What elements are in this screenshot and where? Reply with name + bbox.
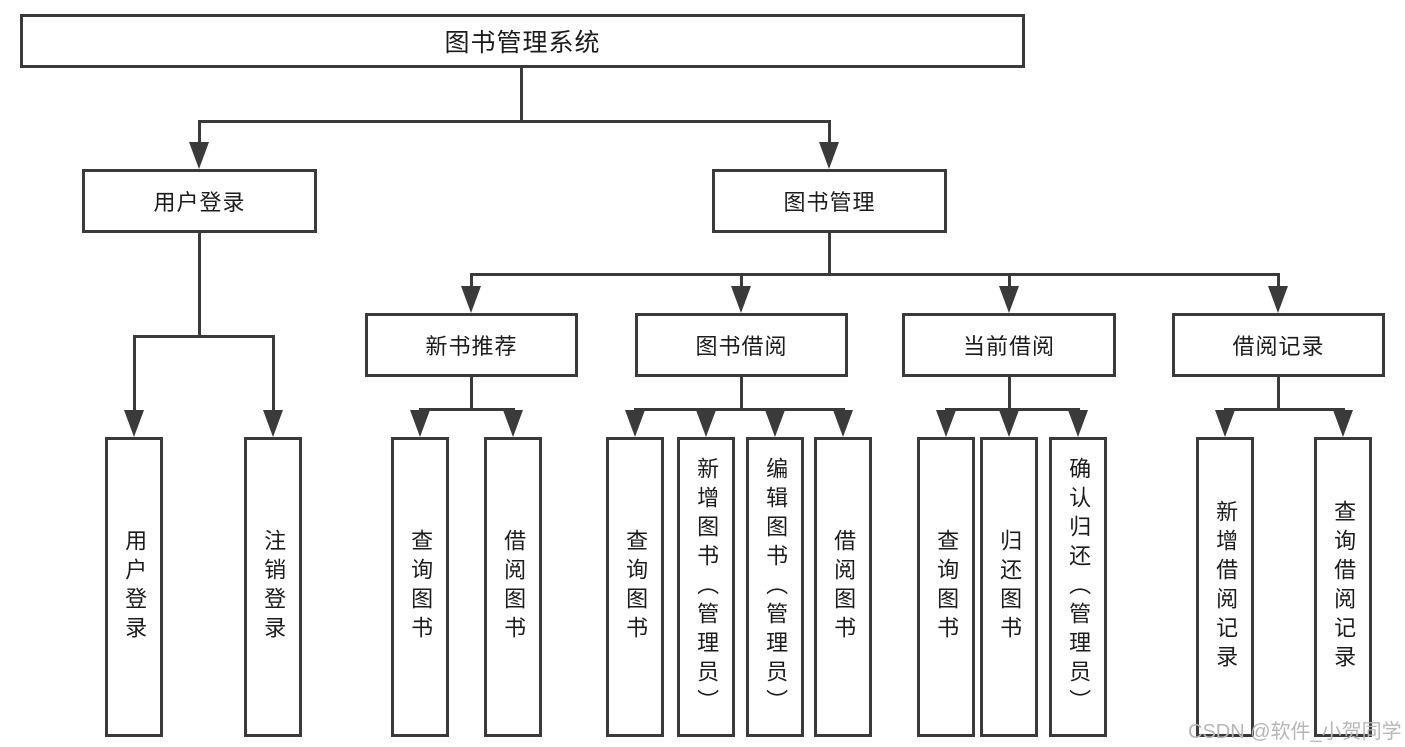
connector-records-stem [1277, 377, 1280, 411]
connector-group4-drop [1277, 273, 1280, 289]
node-user-login-branch: 用户登录 [82, 169, 317, 233]
arrow-leaf-icon [1333, 410, 1353, 437]
leaf-logout-label: 注销登录 [261, 529, 287, 645]
connector-root-stem [520, 68, 523, 123]
connector-recommend-stem [470, 377, 473, 411]
node-book-management-label: 图书管理 [783, 190, 876, 215]
leaf-add-borrow-record: 新增借阅记录 [1196, 437, 1254, 737]
connector-group1-drop [470, 273, 473, 289]
leaf-borrow-books-borrowing: 借阅图书 [814, 437, 872, 737]
leaf-query-books-recommend-label: 查询图书 [408, 529, 434, 645]
leaf-query-books-borrowing-label: 查询图书 [623, 529, 649, 645]
connector-current-stem [1008, 377, 1011, 411]
leaf-user-login: 用户登录 [105, 437, 163, 737]
arrow-leaf-login-icon [124, 410, 144, 437]
node-new-book-recommend-label: 新书推荐 [425, 334, 518, 359]
arrow-leaf-icon [999, 410, 1019, 437]
connector-current-branch [945, 408, 1080, 411]
leaf-add-book-admin: 新增图书（管理员） [677, 437, 735, 737]
node-library-system: 图书管理系统 [20, 14, 1025, 68]
connector-group3-drop [1008, 273, 1011, 289]
connector-user-login-stem [198, 233, 201, 338]
connector-level1-branch [198, 120, 831, 123]
node-current-borrowing-label: 当前借阅 [962, 334, 1055, 359]
connector-recommend-branch [419, 408, 515, 411]
leaf-user-login-label: 用户登录 [122, 529, 148, 645]
leaf-add-book-admin-label: 新增图书（管理员） [694, 456, 720, 718]
arrow-leaf-icon [696, 410, 716, 437]
leaf-query-borrow-record: 查询借阅记录 [1314, 437, 1372, 737]
leaf-confirm-return-admin-label: 确认归还（管理员） [1066, 456, 1092, 718]
leaf-borrow-books-recommend-label: 借阅图书 [501, 529, 527, 645]
arrow-leaf-icon [1215, 410, 1235, 437]
node-current-borrowing: 当前借阅 [902, 313, 1116, 377]
leaf-borrow-books-borrowing-label: 借阅图书 [831, 529, 857, 645]
leaf-return-book-label: 归还图书 [997, 529, 1023, 645]
connector-user-login-branch [133, 335, 275, 338]
connector-book-mgmt-stem [828, 233, 831, 276]
arrow-group2-icon [731, 286, 751, 313]
leaf-query-borrow-record-label: 查询借阅记录 [1331, 500, 1357, 674]
arrow-leaf-icon [1068, 410, 1088, 437]
node-book-management: 图书管理 [712, 169, 947, 233]
leaf-return-book: 归还图书 [980, 437, 1038, 737]
connector-borrowing-stem [740, 377, 743, 411]
csdn-watermark: CSDN @软件_小贺同学 [1188, 721, 1402, 743]
arrow-group4-icon [1268, 286, 1288, 313]
node-new-book-recommend: 新书推荐 [365, 313, 578, 377]
leaf-query-books-recommend: 查询图书 [391, 437, 449, 737]
arrow-leaf-icon [625, 410, 645, 437]
leaf-add-borrow-record-label: 新增借阅记录 [1213, 500, 1239, 674]
leaf-edit-book-admin-label: 编辑图书（管理员） [763, 456, 789, 718]
arrow-leaf-icon [765, 410, 785, 437]
leaf-confirm-return-admin: 确认归还（管理员） [1049, 437, 1107, 737]
connector-user-login-drop [198, 120, 201, 145]
connector-leaf-login-drop [133, 335, 136, 413]
node-user-login-branch-label: 用户登录 [153, 190, 246, 215]
node-book-borrowing-label: 图书借阅 [695, 334, 788, 359]
arrow-leaf-icon [503, 410, 523, 437]
leaf-logout: 注销登录 [244, 437, 302, 737]
node-borrow-records-label: 借阅记录 [1232, 334, 1325, 359]
node-borrow-records: 借阅记录 [1172, 313, 1385, 377]
arrow-leaf-icon [410, 410, 430, 437]
leaf-edit-book-admin: 编辑图书（管理员） [746, 437, 804, 737]
connector-leaf-logout-drop [272, 335, 275, 413]
arrow-user-login-icon [189, 142, 209, 169]
arrow-leaf-logout-icon [263, 410, 283, 437]
node-book-borrowing: 图书借阅 [635, 313, 848, 377]
node-library-system-label: 图书管理系统 [444, 29, 601, 57]
arrow-leaf-icon [936, 410, 956, 437]
arrow-group1-icon [461, 286, 481, 313]
arrow-book-mgmt-icon [819, 142, 839, 169]
leaf-query-books-current-label: 查询图书 [934, 529, 960, 645]
connector-book-mgmt-drop [828, 120, 831, 145]
connector-borrowing-branch [634, 408, 845, 411]
arrow-group3-icon [999, 286, 1019, 313]
leaf-query-books-current: 查询图书 [917, 437, 975, 737]
connector-level3-branch [470, 273, 1280, 276]
arrow-leaf-icon [833, 410, 853, 437]
leaf-borrow-books-recommend: 借阅图书 [484, 437, 542, 737]
leaf-query-books-borrowing: 查询图书 [606, 437, 664, 737]
connector-records-branch [1224, 408, 1345, 411]
connector-group2-drop [740, 273, 743, 289]
